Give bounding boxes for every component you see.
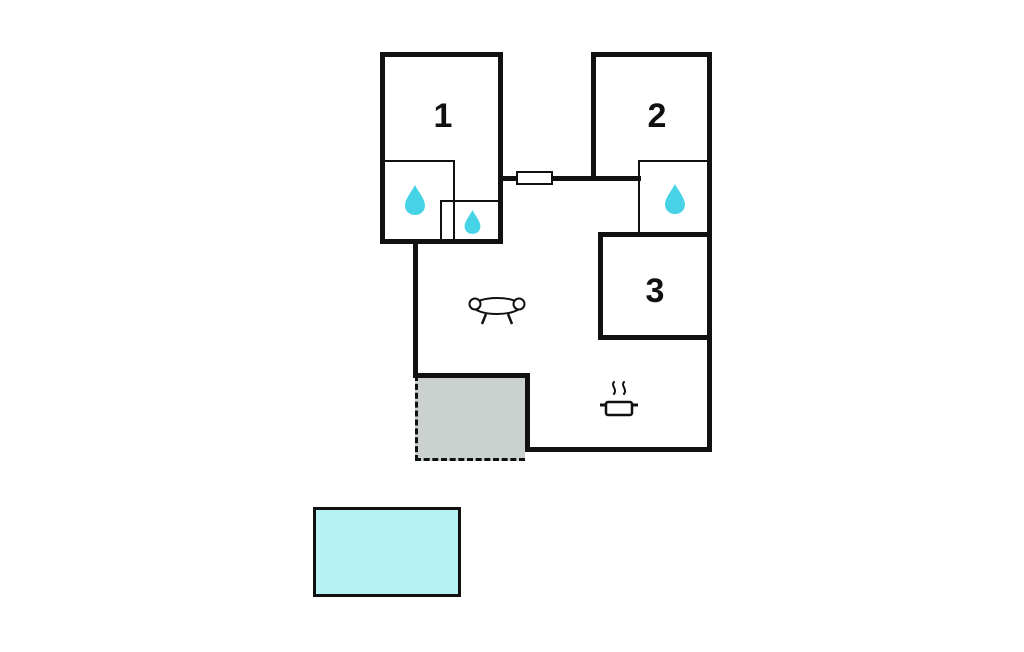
wall-bath1b-top bbox=[440, 200, 498, 202]
pool-area bbox=[313, 507, 461, 597]
wall-room1-right bbox=[498, 52, 503, 244]
cooking-pot-icon bbox=[600, 381, 638, 417]
window-icon bbox=[516, 171, 553, 185]
wall-terrace-top bbox=[413, 373, 530, 378]
wall-bath2-bottom bbox=[638, 232, 707, 234]
sofa-icon bbox=[468, 297, 526, 325]
wall-living-left bbox=[413, 239, 418, 378]
wall-bath1-top bbox=[385, 160, 455, 162]
wall-room1-left bbox=[380, 52, 385, 244]
water-drop-icon bbox=[405, 185, 425, 215]
wall-bath1b-left bbox=[440, 200, 442, 241]
wall-room2-top bbox=[591, 52, 712, 57]
wall-terrace-right bbox=[525, 373, 530, 452]
water-drop-icon bbox=[464, 210, 481, 234]
wall-room3-bottom bbox=[598, 335, 712, 340]
wall-building-bottom bbox=[525, 447, 712, 452]
wall-room2-left bbox=[591, 52, 596, 181]
room-3-label: 3 bbox=[645, 272, 665, 310]
wall-bath2-left bbox=[638, 160, 640, 234]
wall-room1-top bbox=[380, 52, 503, 57]
terrace-area bbox=[415, 375, 525, 461]
wall-bath2-top bbox=[638, 160, 707, 162]
wall-building-right bbox=[707, 52, 712, 452]
room-2-label: 2 bbox=[647, 97, 667, 135]
wall-room1-bottom bbox=[380, 239, 503, 244]
wall-room3-left bbox=[598, 232, 603, 340]
room-1-label: 1 bbox=[433, 97, 453, 135]
wall-room3-top bbox=[598, 232, 712, 237]
water-drop-icon bbox=[665, 184, 685, 214]
wall-room2-bottom bbox=[591, 176, 641, 181]
